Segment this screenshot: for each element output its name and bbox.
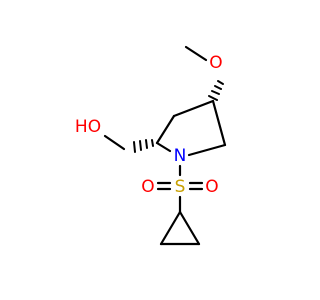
structure-diagram: O HO N S O O — [75, 45, 227, 246]
bond-c2-ch2-hashed — [133, 139, 154, 153]
bond-c4-o-hashed — [208, 80, 224, 101]
bond-c4-c5 — [211, 99, 227, 147]
atom-o-methoxy: O — [209, 53, 222, 73]
atom-o-sulfonyl-left: O — [141, 177, 154, 197]
molecule-canvas: O HO N S O O — [74, 45, 227, 246]
bond-c2-n — [155, 141, 172, 153]
bond-c3-c2 — [155, 114, 176, 145]
atom-n-ring: N — [174, 146, 187, 166]
bond-s-o-left-double — [156, 181, 172, 191]
bond-methyl-o — [184, 45, 208, 62]
atom-o-hydroxyl: HO — [75, 117, 101, 137]
atom-o-sulfonyl-right: O — [205, 177, 218, 197]
bond-s-o-right-double — [188, 181, 204, 191]
bond-c5-n — [187, 143, 227, 157]
bond-ch2-oh — [103, 134, 126, 151]
atom-s-sulfonyl: S — [175, 177, 186, 197]
cyclopropyl-ring — [159, 210, 201, 246]
bond-c4-c3 — [172, 99, 215, 118]
